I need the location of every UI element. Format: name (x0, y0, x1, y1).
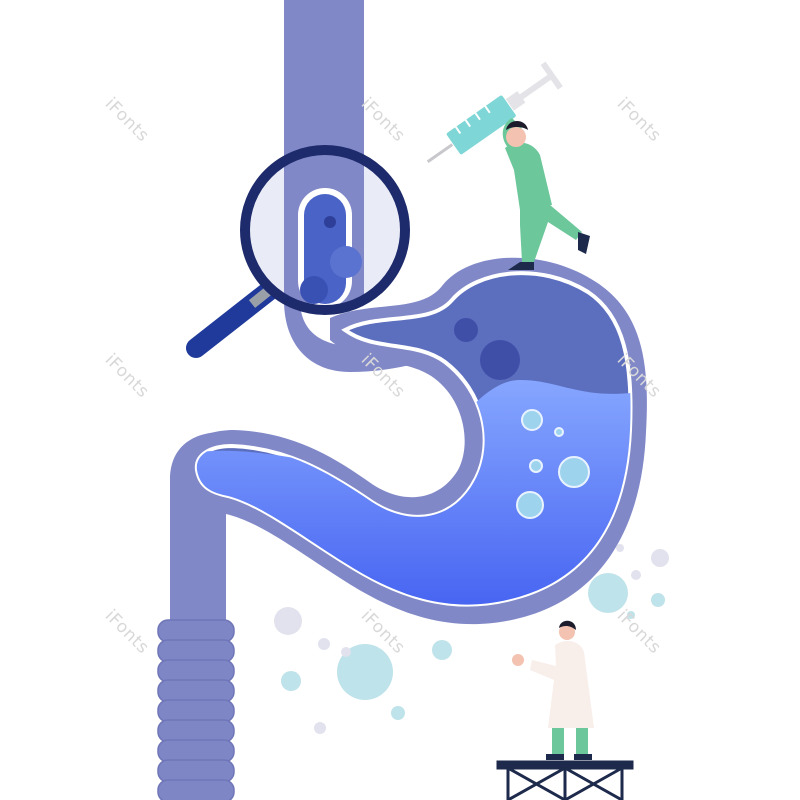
scaffold (496, 760, 634, 800)
scientist-figure (512, 620, 594, 760)
magnifier-icon (186, 145, 410, 358)
liquid-bubbles (516, 409, 590, 519)
syringe-icon (426, 61, 563, 164)
doctor-figure (426, 61, 590, 270)
decor-bubbles (274, 544, 669, 734)
intestine-tube (157, 431, 372, 800)
tube-ribs (157, 619, 235, 800)
